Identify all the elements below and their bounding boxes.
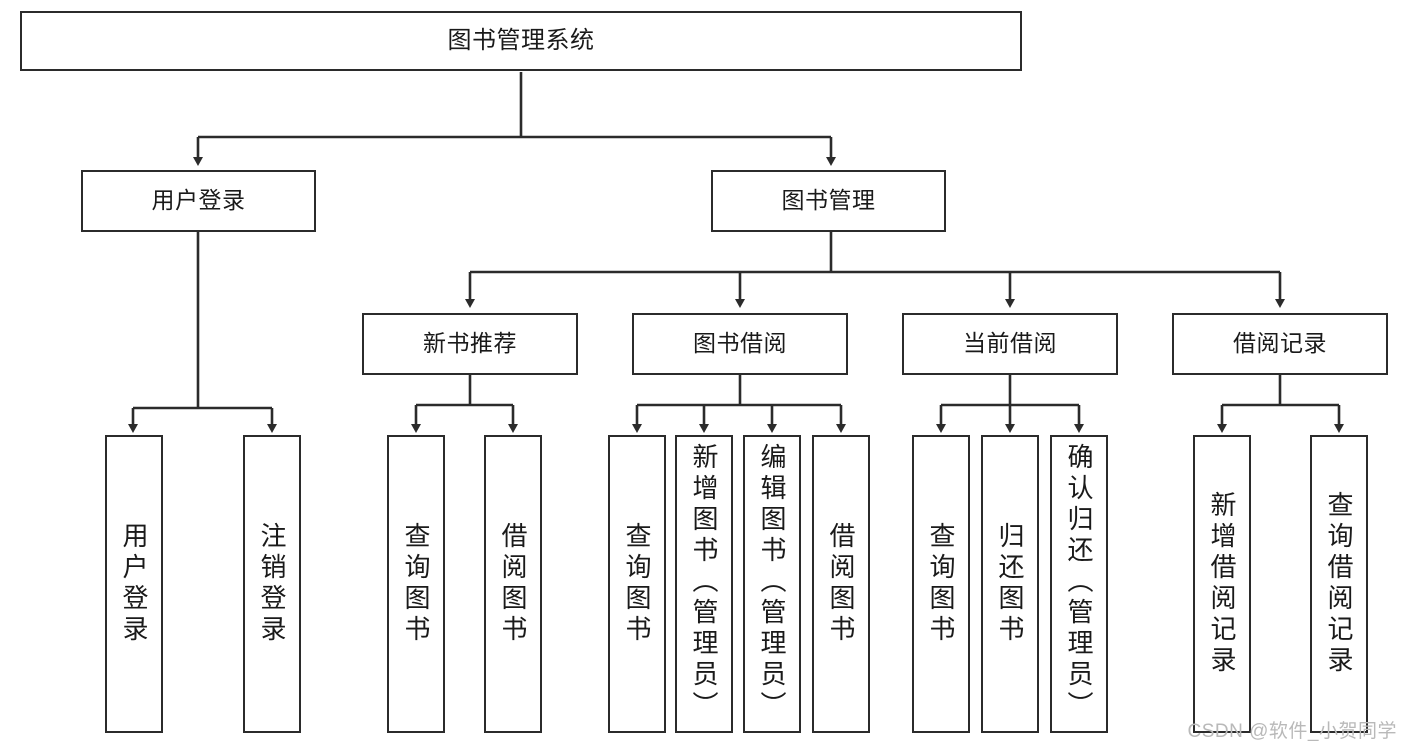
node-root[interactable]: 图书管理系统 [20,11,1022,71]
node-book-management-label: 图书管理 [781,187,876,214]
leaf-borrow-add-book[interactable]: 新增图书（管理员） [675,435,733,733]
node-user-login-label: 用户登录 [151,187,246,214]
leaf-borrow-query-book[interactable]: 查询图书 [608,435,666,733]
leaf-new-book-query-label: 查询图书 [401,522,431,646]
node-current-borrow[interactable]: 当前借阅 [902,313,1118,375]
leaf-new-book-borrow-label: 借阅图书 [498,522,528,646]
node-book-borrow-label: 图书借阅 [693,330,787,357]
node-user-login[interactable]: 用户登录 [81,170,316,232]
leaf-current-query-book[interactable]: 查询图书 [912,435,970,733]
node-borrow-record[interactable]: 借阅记录 [1172,313,1388,375]
watermark-text: CSDN @软件_小贺同学 [1187,721,1397,742]
leaf-borrow-query-book-label: 查询图书 [622,522,652,646]
leaf-new-book-borrow[interactable]: 借阅图书 [484,435,542,733]
leaf-user-login-login[interactable]: 用户登录 [105,435,163,733]
node-root-label: 图书管理系统 [447,26,595,54]
leaf-record-add-label: 新增借阅记录 [1207,491,1237,677]
leaf-current-confirm-return-label: 确认归还（管理员） [1064,443,1094,722]
node-book-management[interactable]: 图书管理 [711,170,946,232]
leaf-new-book-query[interactable]: 查询图书 [387,435,445,733]
leaf-borrow-borrow-book[interactable]: 借阅图书 [812,435,870,733]
leaf-current-confirm-return[interactable]: 确认归还（管理员） [1050,435,1108,733]
leaf-borrow-edit-book[interactable]: 编辑图书（管理员） [743,435,801,733]
leaf-borrow-borrow-book-label: 借阅图书 [826,522,856,646]
leaf-record-query-label: 查询借阅记录 [1324,491,1354,677]
leaf-record-query[interactable]: 查询借阅记录 [1310,435,1368,733]
leaf-current-query-book-label: 查询图书 [926,522,956,646]
leaf-user-login-logout[interactable]: 注销登录 [243,435,301,733]
leaf-current-return-book[interactable]: 归还图书 [981,435,1039,733]
node-new-book-recommend-label: 新书推荐 [423,330,517,357]
leaf-record-add[interactable]: 新增借阅记录 [1193,435,1251,733]
leaf-borrow-add-book-label: 新增图书（管理员） [689,443,719,722]
node-current-borrow-label: 当前借阅 [963,330,1057,357]
node-borrow-record-label: 借阅记录 [1233,330,1327,357]
node-book-borrow[interactable]: 图书借阅 [632,313,848,375]
leaf-borrow-edit-book-label: 编辑图书（管理员） [757,443,787,722]
node-new-book-recommend[interactable]: 新书推荐 [362,313,578,375]
leaf-user-login-logout-label: 注销登录 [257,522,287,646]
leaf-user-login-login-label: 用户登录 [119,522,149,646]
leaf-current-return-book-label: 归还图书 [995,522,1025,646]
